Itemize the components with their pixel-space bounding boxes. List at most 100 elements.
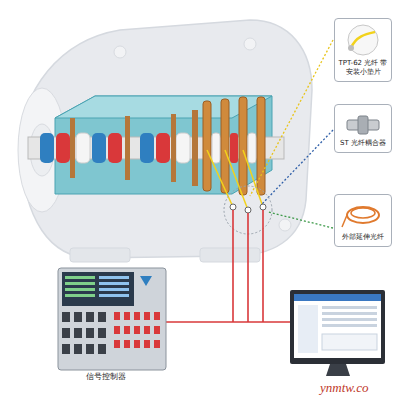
callout-text: TPT-62 光纤 带安装小垫片 bbox=[335, 59, 391, 81]
sensor-fibers bbox=[207, 150, 263, 210]
signal-controller bbox=[58, 268, 166, 370]
signal-controller-part bbox=[62, 328, 70, 338]
rotor-shaft-part bbox=[156, 133, 170, 163]
signal-controller-part bbox=[144, 326, 150, 334]
rotor-shaft-part bbox=[221, 99, 229, 193]
signal-controller-part bbox=[65, 288, 95, 291]
signal-controller-part bbox=[144, 340, 150, 348]
monitor-part bbox=[322, 318, 377, 321]
part-pictures-part bbox=[342, 215, 347, 227]
callout-box: TPT-62 光纤 带安装小垫片 bbox=[334, 18, 392, 82]
leader-lines-part bbox=[262, 130, 333, 204]
motor-housing-part bbox=[70, 248, 130, 262]
stator-cutaway-part bbox=[55, 96, 272, 194]
signal-controller-part bbox=[134, 340, 140, 348]
monitor-part bbox=[322, 306, 377, 309]
part-pictures-part bbox=[351, 208, 375, 218]
signal-controller-part bbox=[86, 312, 94, 322]
leader-lines-part bbox=[268, 212, 333, 228]
sensor-fibers-part bbox=[225, 150, 248, 210]
rotor-shaft-part bbox=[171, 114, 176, 182]
signal-controller-part bbox=[86, 328, 94, 338]
signal-controller-part bbox=[114, 340, 120, 348]
signal-controller-part bbox=[86, 344, 94, 354]
motor-housing-part bbox=[20, 20, 312, 258]
signal-wires-part bbox=[166, 321, 292, 323]
rotor-shaft-part bbox=[56, 133, 70, 163]
signal-wires-part bbox=[232, 210, 234, 322]
signal-controller-part bbox=[74, 328, 82, 338]
signal-controller-part bbox=[134, 312, 140, 320]
monitor-part bbox=[294, 294, 381, 358]
signal-controller-part bbox=[99, 282, 129, 285]
monitor bbox=[290, 290, 385, 376]
monitor-part bbox=[322, 324, 377, 327]
signal-controller-part bbox=[154, 340, 160, 348]
leader-lines-part bbox=[250, 40, 333, 196]
signal-controller-part bbox=[154, 326, 160, 334]
rotor-shaft-part bbox=[92, 133, 106, 163]
rotor-shaft-part bbox=[108, 133, 122, 163]
rotor-shaft-part bbox=[239, 97, 247, 195]
signal-controller-part bbox=[62, 272, 134, 306]
rotor-shaft bbox=[28, 97, 284, 195]
fiber-ports-part bbox=[230, 204, 236, 210]
signal-controller-part bbox=[114, 326, 120, 334]
signal-wires-part bbox=[247, 213, 249, 322]
sensor-fibers-part bbox=[207, 150, 233, 207]
signal-controller-part bbox=[62, 344, 70, 354]
signal-controller-part bbox=[74, 312, 82, 322]
part-pictures bbox=[342, 25, 379, 227]
part-pictures-part bbox=[347, 207, 379, 223]
rotor-shaft-part bbox=[70, 118, 75, 178]
monitor-part bbox=[294, 294, 381, 301]
callout-text: 外部延伸光纤 bbox=[335, 233, 391, 246]
signal-controller-part bbox=[98, 344, 106, 354]
monitor-part bbox=[322, 334, 377, 350]
signal-controller-part bbox=[124, 312, 130, 320]
rotor-shaft-part bbox=[125, 116, 130, 180]
signal-wires-part bbox=[262, 210, 264, 322]
rotor-shaft-part bbox=[230, 133, 238, 163]
signal-controller-part bbox=[114, 312, 120, 320]
rotor-shaft-part bbox=[212, 133, 220, 163]
device-label: 信号控制器 bbox=[86, 371, 126, 382]
part-pictures-part bbox=[348, 25, 378, 55]
signal-controller-part bbox=[65, 282, 95, 285]
motor-housing-part bbox=[114, 46, 126, 58]
signal-controller-part bbox=[124, 326, 130, 334]
signal-controller-part bbox=[98, 328, 106, 338]
watermark: ynmtw.co bbox=[320, 380, 369, 396]
signal-controller-part bbox=[154, 312, 160, 320]
signal-controller-part bbox=[65, 276, 95, 279]
motor-housing-part bbox=[244, 38, 256, 50]
stator-cutaway bbox=[55, 96, 272, 194]
monitor-part bbox=[322, 312, 377, 315]
rotor-shaft-part bbox=[192, 110, 198, 186]
monitor-part bbox=[290, 290, 385, 364]
signal-controller-part bbox=[62, 312, 70, 322]
motor-housing-part bbox=[200, 248, 260, 262]
monitor-part bbox=[298, 305, 318, 353]
rotor-shaft-part bbox=[140, 133, 154, 163]
leader-lines bbox=[250, 40, 333, 228]
callout-box: 外部延伸光纤 bbox=[334, 194, 392, 247]
fiber-ports-part bbox=[245, 207, 251, 213]
rotor-shaft-part bbox=[257, 97, 265, 195]
signal-controller-part bbox=[98, 312, 106, 322]
rotor-shaft-part bbox=[176, 133, 190, 163]
motor-housing-part bbox=[279, 219, 291, 231]
signal-controller-part bbox=[134, 326, 140, 334]
fiber-ports-part bbox=[260, 204, 266, 210]
signal-controller-part bbox=[65, 294, 95, 297]
callout-text: ST 光纤耦合器 bbox=[335, 139, 391, 152]
signal-wires bbox=[166, 210, 292, 322]
rotor-shaft-part bbox=[40, 133, 54, 163]
signal-controller-part bbox=[140, 276, 152, 286]
signal-controller-part bbox=[124, 340, 130, 348]
signal-controller-part bbox=[99, 288, 129, 291]
callout-box: ST 光纤耦合器 bbox=[334, 104, 392, 153]
signal-controller-part bbox=[99, 294, 129, 297]
